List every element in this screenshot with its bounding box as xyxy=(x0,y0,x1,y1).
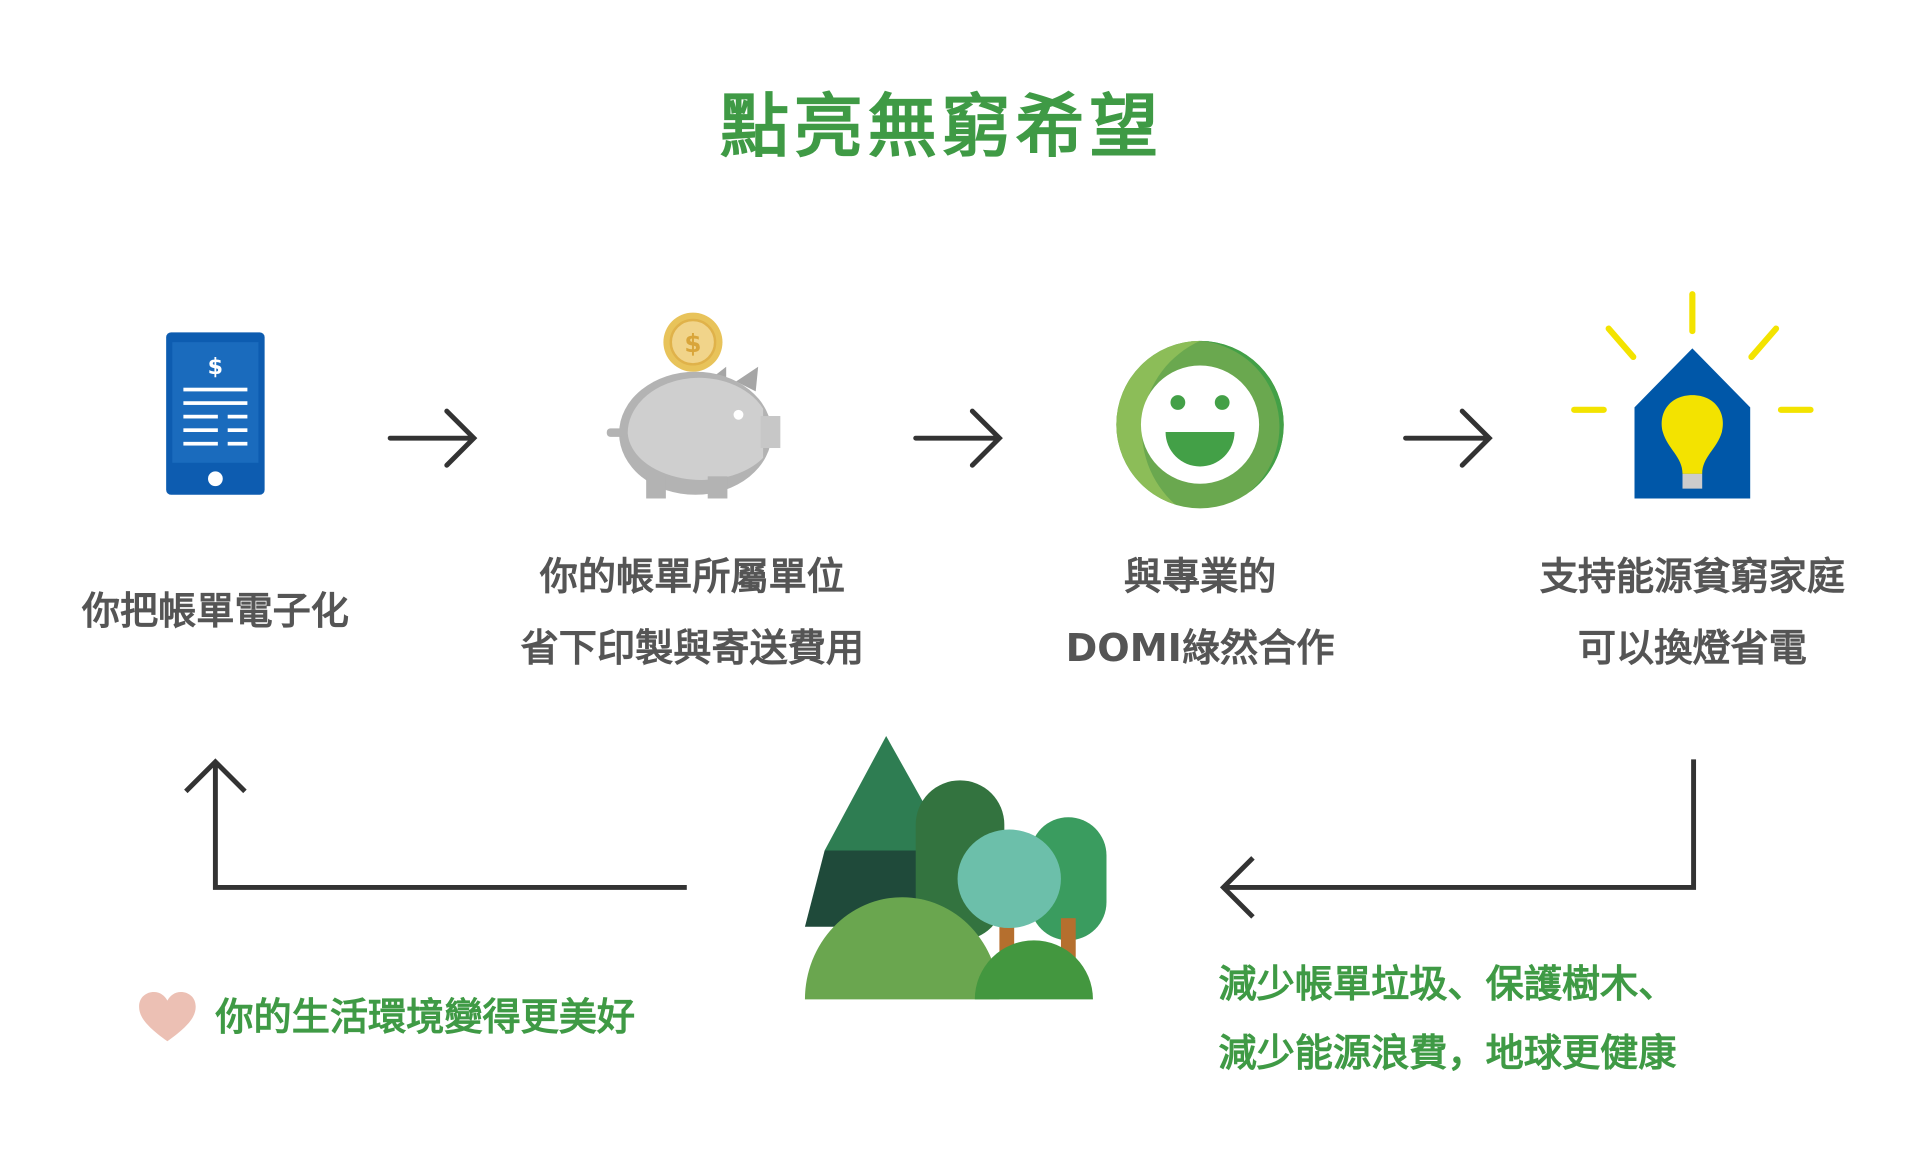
benefits-text: 減少帳單垃圾、保護樹木、減少能源浪費，地球更健康 xyxy=(1218,962,1677,1076)
arrow-right-icon xyxy=(1403,408,1493,468)
domi-smiley-icon xyxy=(1116,340,1284,509)
piggy-bank-icon: $ xyxy=(606,312,781,499)
heart-icon xyxy=(139,992,196,1042)
step-2-label: 你的帳單所屬單位省下印製與寄送費用 xyxy=(520,555,865,671)
forest-icon xyxy=(804,736,1107,1000)
step-1-label: 你把帳單電子化 xyxy=(81,589,349,634)
arrow-right-icon xyxy=(387,408,478,468)
arrow-right-icon xyxy=(913,408,1003,468)
result-text: 你的生活環境變得更美好 xyxy=(215,995,636,1041)
step-4-label: 支持能源貧窮家庭可以換燈省電 xyxy=(1539,555,1845,671)
return-arrow-right-icon xyxy=(1219,759,1697,919)
svg-text:$: $ xyxy=(208,354,223,380)
page-title: 點亮無窮希望 xyxy=(720,87,1164,168)
svg-text:$: $ xyxy=(684,329,701,358)
return-arrow-up-icon xyxy=(184,758,687,890)
phone-bill-icon: $ xyxy=(166,332,265,495)
house-lightbulb-icon xyxy=(1571,291,1814,499)
